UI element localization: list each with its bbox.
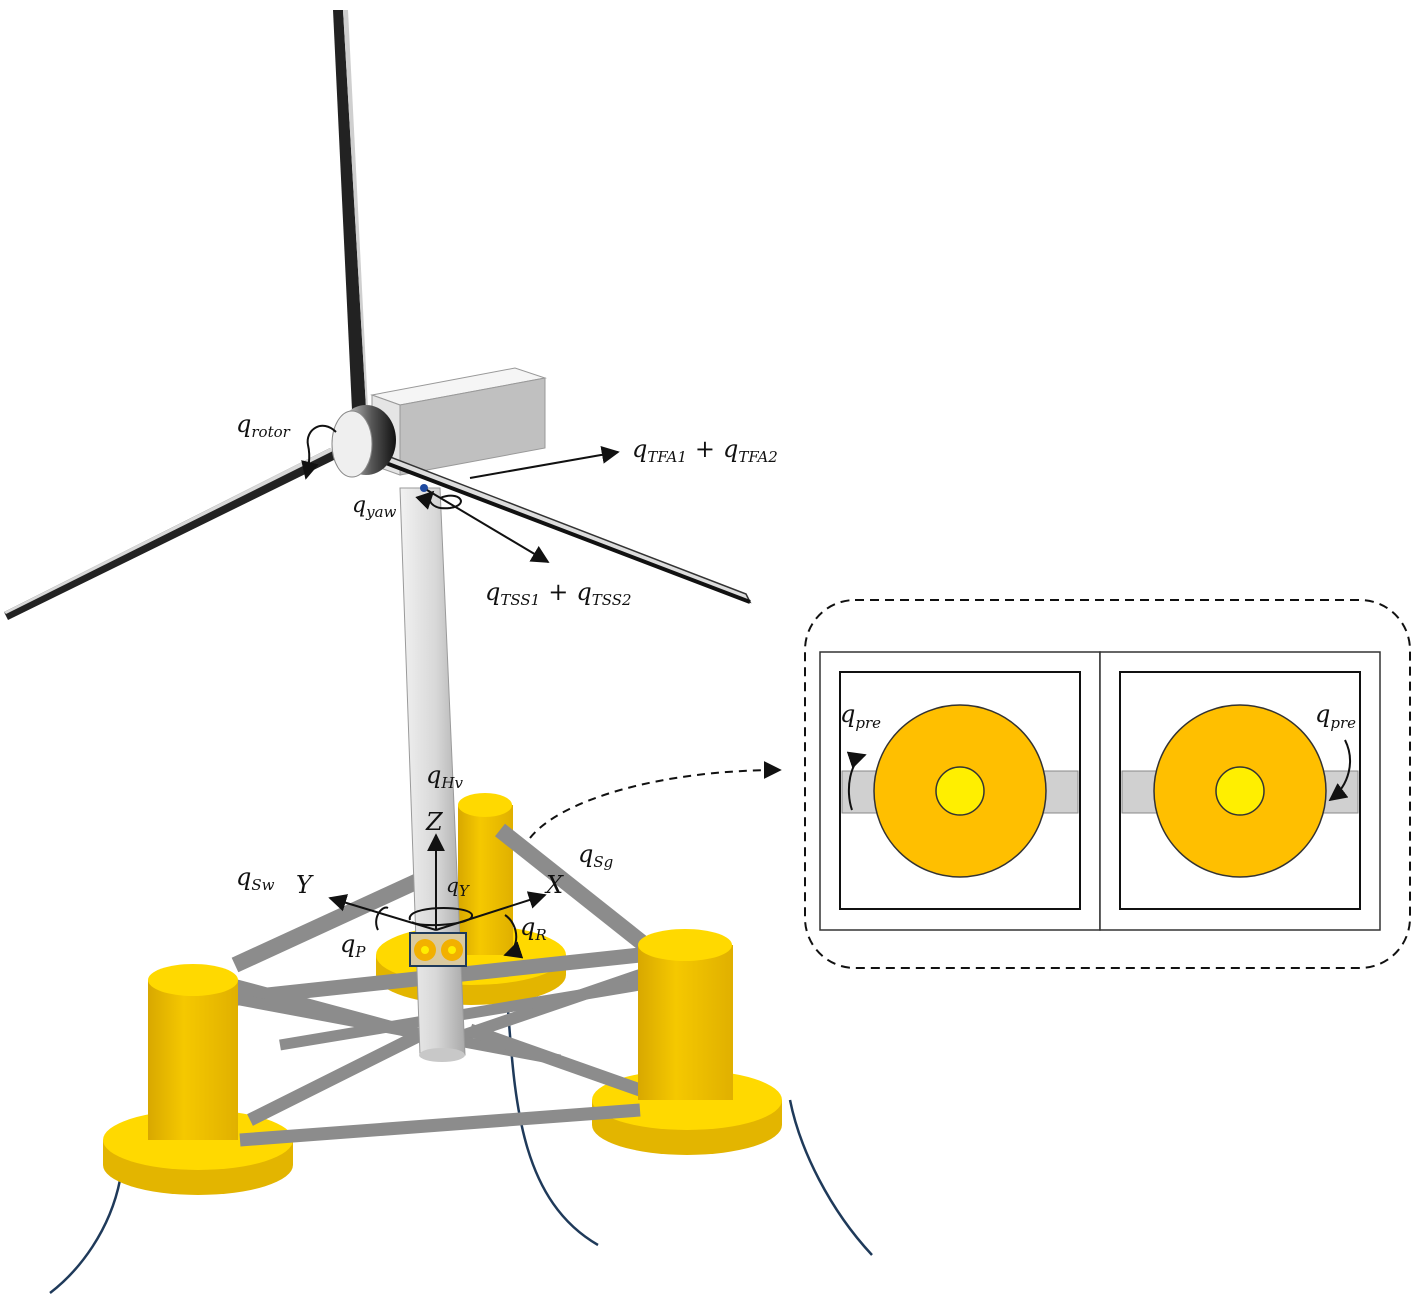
blade-left xyxy=(4,448,338,620)
label-q-pre-right: qpre xyxy=(1315,700,1356,732)
back-column xyxy=(458,793,513,955)
nacelle xyxy=(370,367,547,476)
mooring-line-right xyxy=(788,1099,873,1256)
annotation-arrows xyxy=(301,425,782,959)
label-q-hv: qHv xyxy=(426,761,463,792)
label-axis-z: Z xyxy=(425,808,444,836)
label-q-sw: qSw xyxy=(236,863,275,894)
truss-braces xyxy=(219,823,650,1147)
label-axis-x: X xyxy=(544,871,564,899)
yaw-point xyxy=(420,484,428,492)
label-q-y: qY xyxy=(446,873,471,900)
blade-top xyxy=(333,10,366,410)
hub xyxy=(331,405,396,478)
right-column xyxy=(638,929,733,1100)
left-column xyxy=(148,964,238,1140)
label-q-tfa: qTFA1+qTFA2 xyxy=(632,435,778,466)
label-q-p: qP xyxy=(340,930,366,961)
label-q-r: qR xyxy=(520,913,547,944)
label-q-tss: qTSS1+qTSS2 xyxy=(485,578,632,609)
inset-detail xyxy=(804,599,1411,969)
label-q-pre-left: qpre xyxy=(840,700,881,732)
label-q-sg: qSg xyxy=(578,840,613,871)
label-q-yaw: qyaw xyxy=(352,493,397,521)
label-axis-y: Y xyxy=(296,871,314,899)
label-q-rotor: qrotor xyxy=(236,410,291,441)
mooring-line-left xyxy=(49,1179,122,1294)
actuator-box xyxy=(409,932,467,967)
